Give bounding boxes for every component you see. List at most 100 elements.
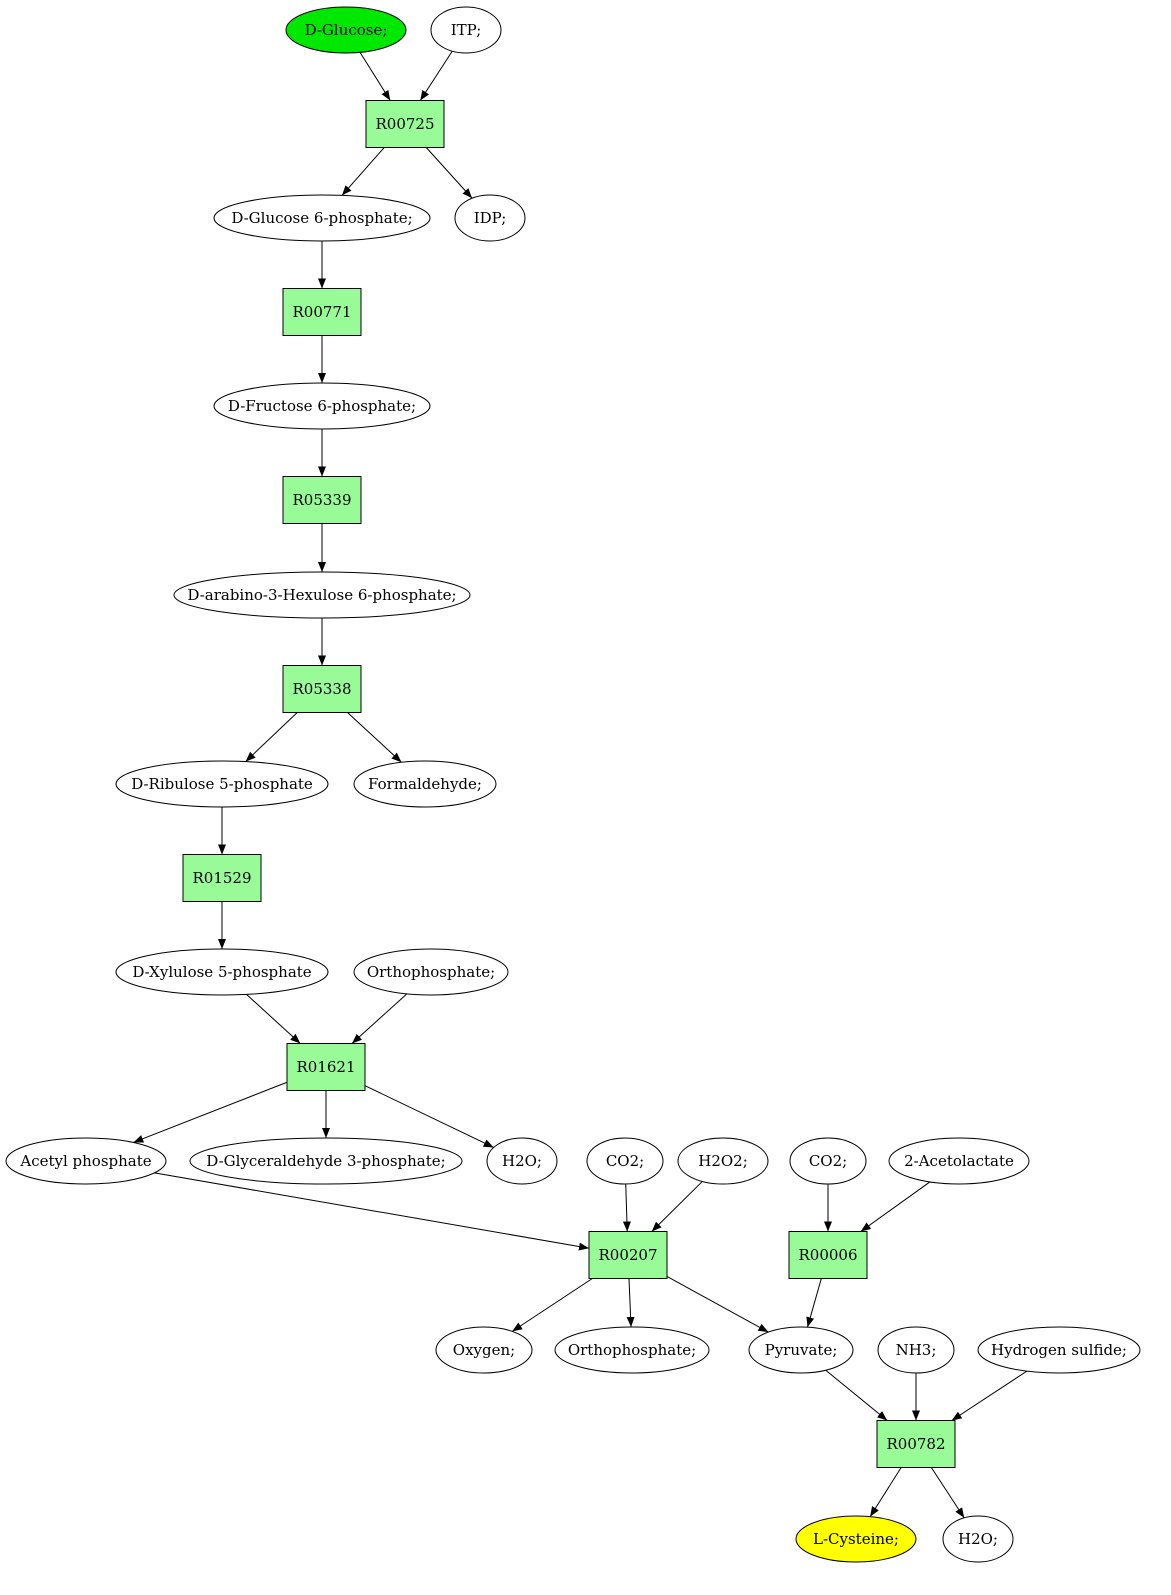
compound-node-f6p[interactable]: D-Fructose 6-phosphate; — [213, 382, 431, 430]
compound-ellipse — [115, 948, 329, 996]
compound-node-glucose[interactable]: D-Glucose; — [285, 6, 407, 54]
edge-r00782-to-h2o3 — [930, 1467, 965, 1519]
edge-ortho1-to-r01621 — [351, 993, 408, 1044]
node-label: R00725 — [375, 115, 434, 133]
compound-ellipse — [353, 760, 497, 808]
node-label: D-Fructose 6-phosphate; — [228, 397, 416, 415]
compound-ellipse — [795, 1515, 917, 1563]
reaction-node-r00725[interactable]: R00725 — [365, 100, 445, 148]
compound-ellipse — [213, 194, 431, 242]
compound-node-pyruvate[interactable]: Pyruvate; — [748, 1326, 854, 1374]
reaction-box — [365, 100, 445, 148]
compound-node-g6p[interactable]: D-Glucose 6-phosphate; — [213, 194, 431, 242]
node-label: R01621 — [296, 1058, 355, 1076]
compound-node-co2b[interactable]: CO2; — [789, 1137, 867, 1185]
compound-ellipse — [430, 6, 502, 54]
reaction-node-r01529[interactable]: R01529 — [182, 854, 262, 902]
compound-node-xylulose5p[interactable]: D-Xylulose 5-phosphate — [115, 948, 329, 996]
compound-ellipse — [115, 760, 329, 808]
node-label: D-Glyceraldehyde 3-phosphate; — [206, 1152, 445, 1170]
compound-ellipse — [888, 1137, 1030, 1185]
node-label: D-Glucose; — [305, 21, 388, 39]
edge-r00006-to-pyruvate — [806, 1278, 822, 1328]
edge-r05338-to-formaldehyde — [347, 712, 402, 763]
compound-ellipse — [977, 1326, 1141, 1374]
edge-h2o2-to-r00207 — [651, 1181, 703, 1232]
node-label: IDP; — [474, 209, 507, 227]
edge-acetolactate-to-r00006 — [860, 1181, 931, 1232]
node-label: H2O2; — [698, 1152, 748, 1170]
node-label: D-arabino-3-Hexulose 6-phosphate; — [187, 586, 456, 604]
node-label: CO2; — [809, 1152, 847, 1170]
edge-r00725-to-idp — [425, 147, 473, 199]
compound-node-ortho1[interactable]: Orthophosphate; — [353, 948, 509, 996]
compound-node-h2s[interactable]: Hydrogen sulfide; — [977, 1326, 1141, 1374]
compound-node-itp[interactable]: ITP; — [430, 6, 502, 54]
edge-h2s-to-r00782 — [951, 1370, 1028, 1421]
node-label: H2O; — [958, 1530, 998, 1548]
compound-node-co2a[interactable]: CO2; — [586, 1137, 664, 1185]
node-label: D-Ribulose 5-phosphate — [131, 775, 313, 793]
node-label: Pyruvate; — [765, 1341, 838, 1359]
compound-ellipse — [353, 948, 509, 996]
compound-ellipse — [173, 571, 471, 619]
compound-node-h2o2[interactable]: H2O2; — [677, 1137, 769, 1185]
compound-ellipse — [554, 1326, 710, 1374]
compound-ellipse — [748, 1326, 854, 1374]
compound-node-g3p[interactable]: D-Glyceraldehyde 3-phosphate; — [189, 1137, 463, 1185]
edge-r00207-to-oxygen — [511, 1278, 593, 1332]
compound-node-ribulose5p[interactable]: D-Ribulose 5-phosphate — [115, 760, 329, 808]
compound-ellipse — [454, 194, 526, 242]
node-label: D-Glucose 6-phosphate; — [231, 209, 412, 227]
reaction-box — [282, 288, 362, 336]
reaction-node-r00207[interactable]: R00207 — [588, 1231, 668, 1279]
edge-r01621-to-h2o1 — [364, 1085, 494, 1148]
compound-node-formaldehyde[interactable]: Formaldehyde; — [353, 760, 497, 808]
compound-node-nh3[interactable]: NH3; — [877, 1326, 955, 1374]
compound-node-acetolactate[interactable]: 2-Acetolactate — [888, 1137, 1030, 1185]
node-label: H2O; — [502, 1152, 542, 1170]
edge-itp-to-r00725 — [419, 50, 453, 101]
reaction-box — [282, 476, 362, 524]
node-label: R05339 — [292, 491, 351, 509]
compound-ellipse — [877, 1326, 955, 1374]
node-label: R00782 — [886, 1435, 945, 1453]
edge-r00207-to-ortho2 — [626, 1278, 635, 1328]
reaction-node-r01621[interactable]: R01621 — [286, 1043, 366, 1091]
compound-node-acetylp[interactable]: Acetyl phosphate — [5, 1137, 167, 1185]
node-label: Formaldehyde; — [368, 775, 482, 793]
compound-node-oxygen[interactable]: Oxygen; — [435, 1326, 533, 1374]
compound-node-idp[interactable]: IDP; — [454, 194, 526, 242]
reaction-node-r00771[interactable]: R00771 — [282, 288, 362, 336]
compound-node-ortho2[interactable]: Orthophosphate; — [554, 1326, 710, 1374]
edge-r01621-to-acetylp — [133, 1081, 288, 1143]
node-label: Orthophosphate; — [367, 963, 495, 981]
edge-pyruvate-to-r00782 — [825, 1369, 888, 1421]
node-label: Oxygen; — [453, 1341, 515, 1359]
compound-node-h2o3[interactable]: H2O; — [942, 1515, 1014, 1563]
reaction-node-r00006[interactable]: R00006 — [788, 1231, 868, 1279]
compound-node-cysteine[interactable]: L-Cysteine; — [795, 1515, 917, 1563]
compound-ellipse — [285, 6, 407, 54]
reaction-box — [182, 854, 262, 902]
reaction-box — [286, 1043, 366, 1091]
reaction-box — [876, 1420, 956, 1468]
node-label: Acetyl phosphate — [19, 1152, 151, 1170]
node-label: R00207 — [598, 1246, 657, 1264]
compound-node-h2o1[interactable]: H2O; — [486, 1137, 558, 1185]
reaction-node-r05339[interactable]: R05339 — [282, 476, 362, 524]
edge-xylulose5p-to-r01621 — [246, 994, 301, 1044]
compound-ellipse — [486, 1137, 558, 1185]
reaction-node-r00782[interactable]: R00782 — [876, 1420, 956, 1468]
compound-node-hex6p[interactable]: D-arabino-3-Hexulose 6-phosphate; — [173, 571, 471, 619]
compound-ellipse — [586, 1137, 664, 1185]
node-label: R00006 — [798, 1246, 857, 1264]
compound-ellipse — [213, 382, 431, 430]
edge-r00782-to-cysteine — [869, 1467, 902, 1517]
node-label: CO2; — [606, 1152, 644, 1170]
reaction-node-r05338[interactable]: R05338 — [282, 665, 362, 713]
reaction-box — [282, 665, 362, 713]
edge-r05338-to-ribulose5p — [245, 712, 298, 762]
